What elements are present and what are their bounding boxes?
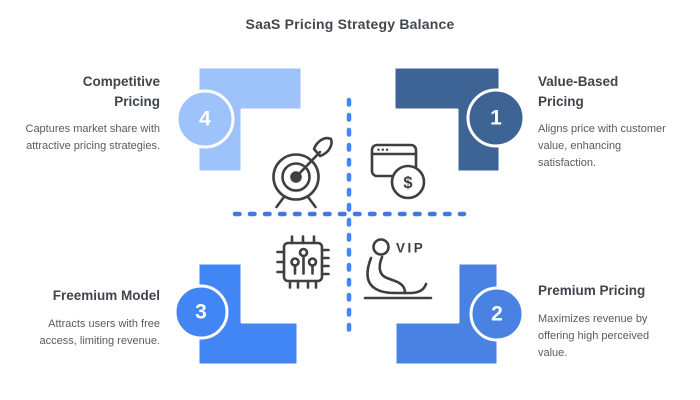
corner-shape-competitive: [196, 65, 304, 174]
quadrant-heading: Premium Pricing: [538, 283, 646, 298]
quadrant-description: Attracts users with free access, limitin…: [39, 317, 160, 347]
quadrant-heading: Value-Based Pricing: [538, 74, 619, 109]
vip-seat-icon: VIP: [363, 238, 433, 300]
badge-number: 1: [490, 107, 502, 130]
badge-number: 2: [491, 303, 503, 326]
corner-shape-freemium: [196, 261, 300, 367]
quadrant-heading: Freemium Model: [52, 288, 160, 303]
number-badge-4: 4: [175, 89, 235, 149]
quadrant-heading: Competitive Pricing: [82, 74, 160, 109]
quadrant-freemium-model: Freemium Model Attracts users with free …: [10, 286, 160, 350]
quadrant-premium-pricing: Premium Pricing Maximizes revenue by off…: [538, 281, 678, 362]
browser-dollar-icon: $: [370, 143, 426, 200]
target-icon: [272, 136, 333, 209]
chip-icon: [276, 235, 330, 289]
quadrant-value-based-pricing: Value-Based Pricing Aligns price with cu…: [538, 72, 670, 172]
corner-shape-premium: [393, 261, 500, 367]
page-title: SaaS Pricing Strategy Balance: [245, 16, 455, 32]
badge-number: 4: [199, 108, 211, 131]
corner-shape-value-based: [392, 65, 502, 174]
quadrant-description: Aligns price with customer value, enhanc…: [538, 123, 666, 170]
number-badge-1: 1: [466, 88, 526, 148]
dollar-glyph: $: [403, 174, 412, 192]
badge-number: 3: [195, 301, 207, 324]
quadrant-competitive-pricing: Competitive Pricing Captures market shar…: [18, 72, 161, 155]
quadrant-description: Maximizes revenue by offering high perce…: [538, 312, 650, 359]
quadrant-description: Captures market share with attractive pr…: [25, 123, 161, 153]
vip-label: VIP: [396, 241, 425, 256]
number-badge-2: 2: [469, 286, 525, 342]
number-badge-3: 3: [173, 284, 229, 340]
